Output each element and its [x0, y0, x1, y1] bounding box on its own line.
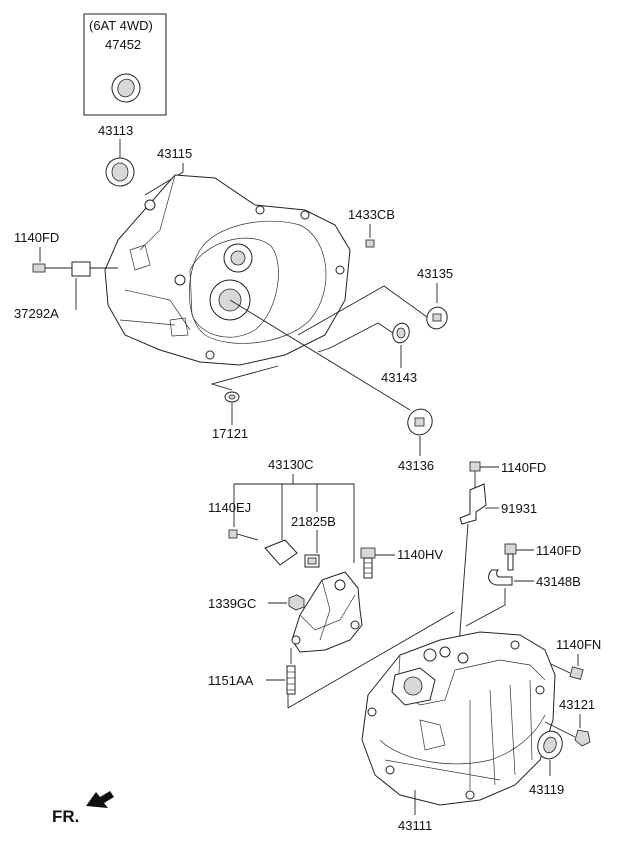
- stud-1151AA: [286, 665, 296, 695]
- plug-43135: [426, 306, 448, 330]
- label-43119: 43119: [529, 782, 564, 797]
- variant-label: (6AT 4WD): [89, 18, 153, 33]
- label-43148B: 43148B: [536, 574, 581, 589]
- label-1339GC: 1339GC: [208, 596, 256, 611]
- screw-1140EJ: [228, 529, 259, 541]
- label-1151AA: 1151AA: [208, 673, 254, 688]
- label-47452: 47452: [105, 37, 141, 52]
- label-17121: 17121: [212, 426, 248, 441]
- plug-43121: [574, 729, 591, 747]
- fr-label: FR.: [52, 807, 79, 826]
- ring-17121: [224, 391, 240, 403]
- transaxle-case-43111: [361, 631, 556, 806]
- bolt-1140FD-c: [504, 543, 517, 571]
- seal-43119: [537, 730, 563, 760]
- label-91931: 91931: [501, 501, 537, 516]
- label-37292A: 37292A: [14, 306, 59, 321]
- label-43130C: 43130C: [268, 457, 314, 472]
- label-43111: 43111: [398, 818, 432, 833]
- seal-47452: [111, 73, 141, 103]
- seal-43113: [105, 157, 135, 187]
- label-1140FD-b: 1140FD: [501, 460, 546, 475]
- label-21825B: 21825B: [291, 514, 336, 529]
- bolt-1140FD-b: [469, 461, 481, 488]
- label-1140FN: 1140FN: [556, 637, 601, 652]
- label-43115: 43115: [157, 146, 192, 161]
- arrow-icon: [86, 791, 114, 808]
- clutch-housing-43115: [104, 174, 351, 366]
- bracket-43130C: [291, 571, 363, 653]
- bracket-91931: [459, 483, 487, 525]
- bolt-1140FD-a: [32, 263, 72, 273]
- sensor-37292A: [71, 261, 118, 277]
- label-1140HV: 1140HV: [397, 547, 443, 562]
- plug-43136: [407, 408, 433, 436]
- label-1140FD-a: 1140FD: [14, 230, 59, 245]
- insulator-21825B: [264, 539, 320, 568]
- label-1433CB: 1433CB: [348, 207, 395, 222]
- plug-1433CB: [365, 239, 375, 248]
- clip-43148B: [488, 569, 513, 586]
- label-43143: 43143: [381, 370, 417, 385]
- label-43121: 43121: [559, 697, 595, 712]
- label-1140EJ: 1140EJ: [208, 500, 251, 515]
- label-43113: 43113: [98, 123, 133, 138]
- label-43136: 43136: [398, 458, 434, 473]
- bolt-1140HV: [360, 547, 376, 579]
- label-43135: 43135: [417, 266, 453, 281]
- nut-1339GC: [288, 594, 305, 611]
- variant-box: [83, 13, 167, 116]
- label-1140FD-c: 1140FD: [536, 543, 581, 558]
- seal-43143: [392, 322, 410, 344]
